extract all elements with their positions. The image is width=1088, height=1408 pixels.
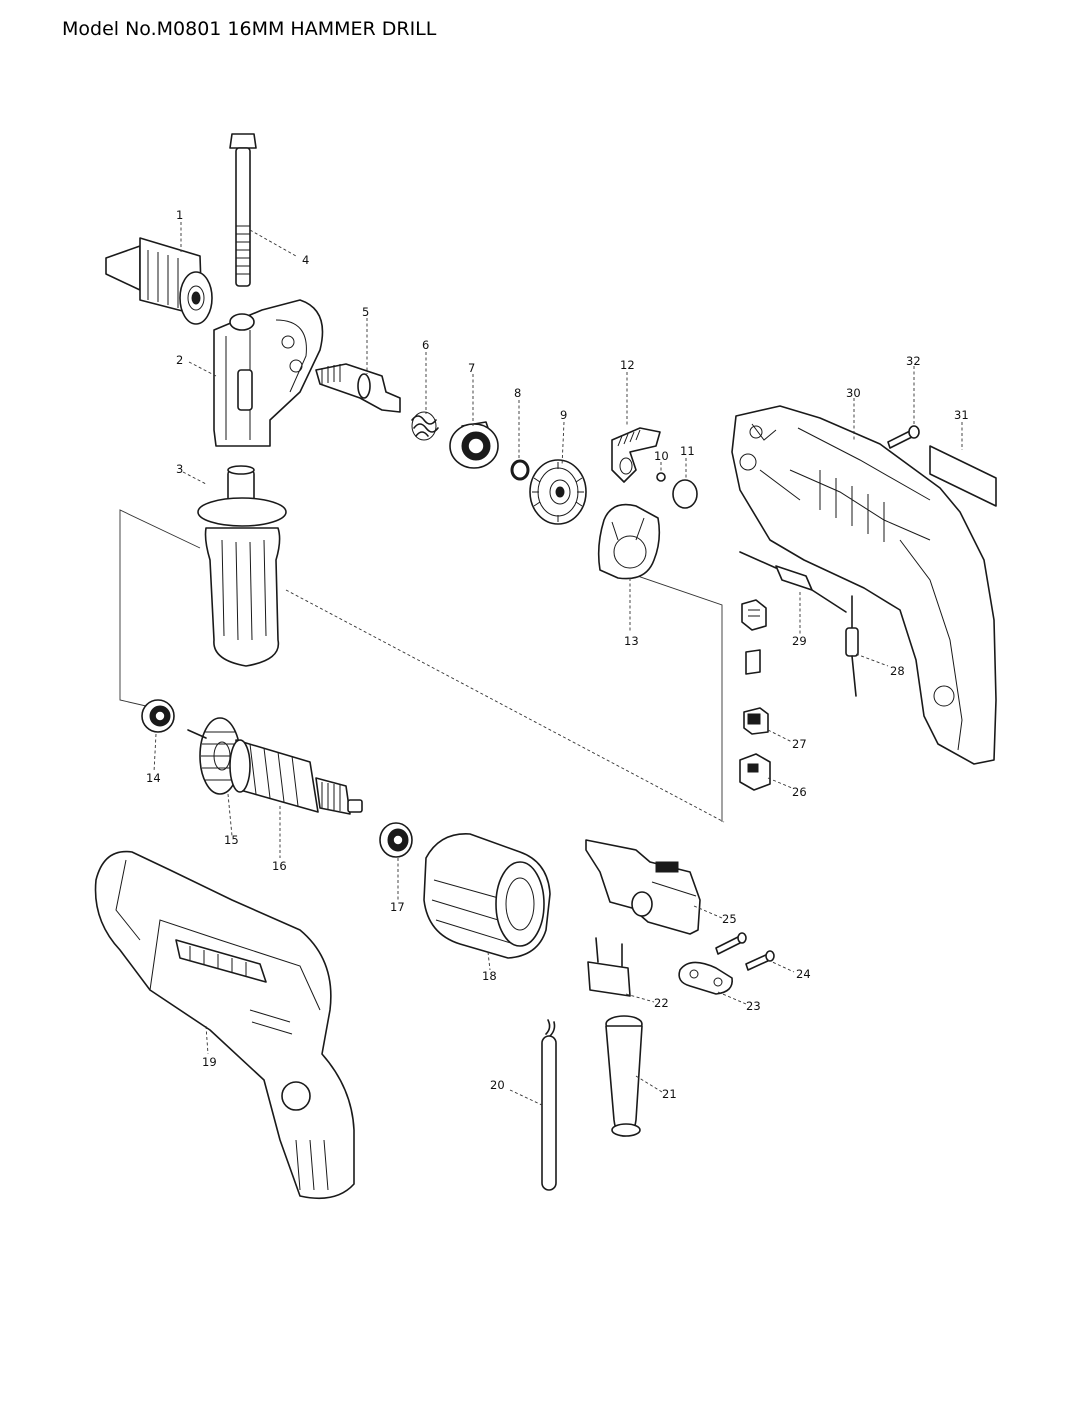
steel-ball-icon xyxy=(656,472,666,482)
gear-icon xyxy=(529,459,587,525)
callout-8: 8 xyxy=(514,386,521,400)
callout-18: 18 xyxy=(482,969,497,983)
callout-32: 32 xyxy=(906,354,921,368)
callout-9: 9 xyxy=(560,408,567,422)
callout-14: 14 xyxy=(146,771,161,785)
callout-19: 19 xyxy=(202,1055,217,1069)
washer-icon xyxy=(672,479,698,509)
screw-icon xyxy=(715,932,775,971)
callout-3: 3 xyxy=(176,462,183,476)
capacitor-icon xyxy=(587,937,631,997)
callout-30: 30 xyxy=(846,386,861,400)
drill-housing-icon xyxy=(94,850,355,1200)
cord-guard-icon xyxy=(605,1015,643,1137)
carbon-brush-icon xyxy=(743,707,769,735)
callout-6: 6 xyxy=(422,338,429,352)
ball-bearing-icon xyxy=(379,822,413,858)
callout-29: 29 xyxy=(792,634,807,648)
field-stator-icon xyxy=(423,833,551,959)
spindle-icon xyxy=(315,363,401,413)
name-plate-icon xyxy=(929,445,997,507)
callout-12: 12 xyxy=(620,358,635,372)
callout-28: 28 xyxy=(890,664,905,678)
callout-22: 22 xyxy=(654,996,669,1010)
callout-13: 13 xyxy=(624,634,639,648)
change-lever-icon xyxy=(611,427,661,483)
trigger-switch-icon xyxy=(585,839,701,935)
callout-16: 16 xyxy=(272,859,287,873)
page-title: Model No.M0801 16MM HAMMER DRILL xyxy=(62,18,437,40)
callout-27: 27 xyxy=(792,737,807,751)
screw-icon xyxy=(887,425,920,449)
callout-10: 10 xyxy=(654,449,669,463)
armature-icon xyxy=(187,729,363,815)
auxiliary-handle-clamp-icon xyxy=(213,299,324,447)
spring-icon xyxy=(411,411,439,441)
callout-11: 11 xyxy=(680,444,695,458)
housing-half-icon xyxy=(731,405,997,765)
callout-24: 24 xyxy=(796,967,811,981)
retaining-ring-icon xyxy=(510,459,530,481)
depth-rod-icon xyxy=(229,133,257,287)
callout-21: 21 xyxy=(662,1087,677,1101)
callout-17: 17 xyxy=(390,900,405,914)
ball-bearing-icon xyxy=(141,699,175,733)
callout-5: 5 xyxy=(362,305,369,319)
callout-2: 2 xyxy=(176,353,183,367)
callout-20: 20 xyxy=(490,1078,505,1092)
callout-23: 23 xyxy=(746,999,761,1013)
callout-15: 15 xyxy=(224,833,239,847)
drill-chuck-icon xyxy=(105,237,213,325)
noise-suppressor-icon xyxy=(739,551,847,613)
callout-31: 31 xyxy=(954,408,969,422)
ball-bearing-icon xyxy=(449,421,499,469)
brush-holder-icon xyxy=(739,753,771,791)
callout-4: 4 xyxy=(302,253,309,267)
brush-holder-cap-icon xyxy=(741,599,767,675)
callout-25: 25 xyxy=(722,912,737,926)
inductor-icon xyxy=(845,595,859,697)
callout-1: 1 xyxy=(176,208,183,222)
power-cord-icon xyxy=(541,1019,557,1191)
side-handle-grip-icon xyxy=(197,465,287,667)
gear-housing-cover-icon xyxy=(597,503,661,580)
callout-7: 7 xyxy=(468,361,475,375)
leader-lines xyxy=(153,222,963,1107)
cord-clamp-icon xyxy=(678,961,733,995)
callout-26: 26 xyxy=(792,785,807,799)
callout-labels: 1 2 3 4 5 6 7 8 9 10 11 12 13 14 15 16 1… xyxy=(146,208,969,1101)
